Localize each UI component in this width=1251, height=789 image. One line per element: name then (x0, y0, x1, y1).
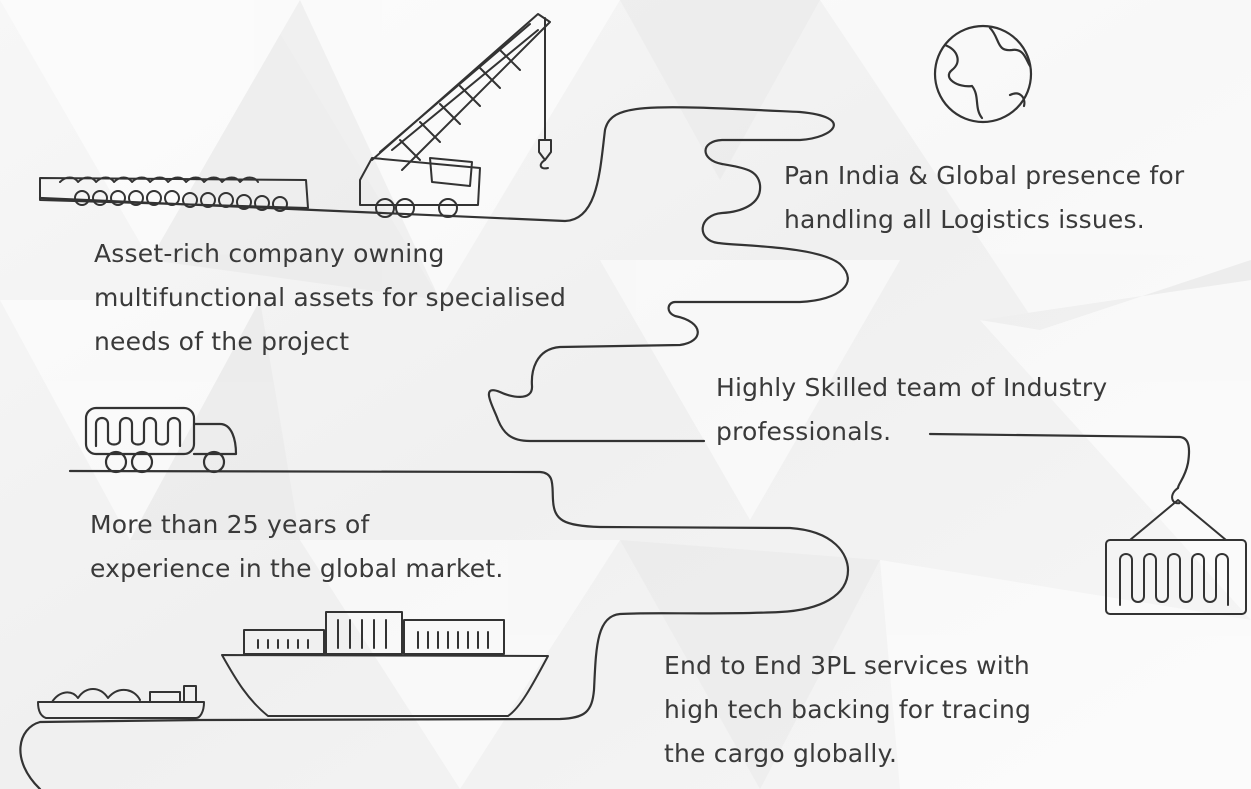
truck-icon (84, 406, 238, 474)
feature-assets-line-3: needs of the project (94, 327, 350, 356)
feature-3pl-line-3: the cargo globally. (664, 739, 898, 768)
container-hook-icon (1105, 499, 1247, 615)
feature-assets-line-2: multifunctional assets for specialised (94, 283, 567, 312)
feature-global-line-2: handling all Logistics issues. (784, 205, 1145, 234)
feature-team-line-1: Highly Skilled team of Industry (716, 373, 1108, 402)
feature-3pl-line-2: high tech backing for tracing (664, 695, 1032, 724)
cargo-ship-icon (221, 611, 549, 717)
trailer-icon (39, 176, 309, 212)
lower-line (19, 469, 850, 789)
feature-team-line-2: professionals. (716, 417, 892, 446)
barge-icon (37, 685, 205, 719)
feature-global: Pan India & Global presence for handling… (784, 154, 1184, 242)
feature-global-line-1: Pan India & Global presence for (784, 161, 1185, 190)
background-triangles-shade (130, 0, 1251, 789)
feature-experience: More than 25 years of experience in the … (90, 503, 503, 591)
feature-assets: Asset-rich company owning multifunctiona… (94, 232, 566, 364)
crane-truck-icon (359, 13, 552, 218)
feature-experience-line-2: experience in the global market. (90, 554, 504, 583)
feature-3pl: End to End 3PL services with high tech b… (664, 644, 1031, 776)
feature-experience-line-1: More than 25 years of (90, 510, 370, 539)
team-hook-line (1171, 487, 1181, 505)
feature-assets-line-1: Asset-rich company owning (94, 239, 445, 268)
connecting-line (38, 106, 1191, 490)
globe-icon (933, 24, 1033, 124)
feature-3pl-line-1: End to End 3PL services with (664, 651, 1030, 680)
feature-team: Highly Skilled team of Industry professi… (716, 366, 1107, 454)
